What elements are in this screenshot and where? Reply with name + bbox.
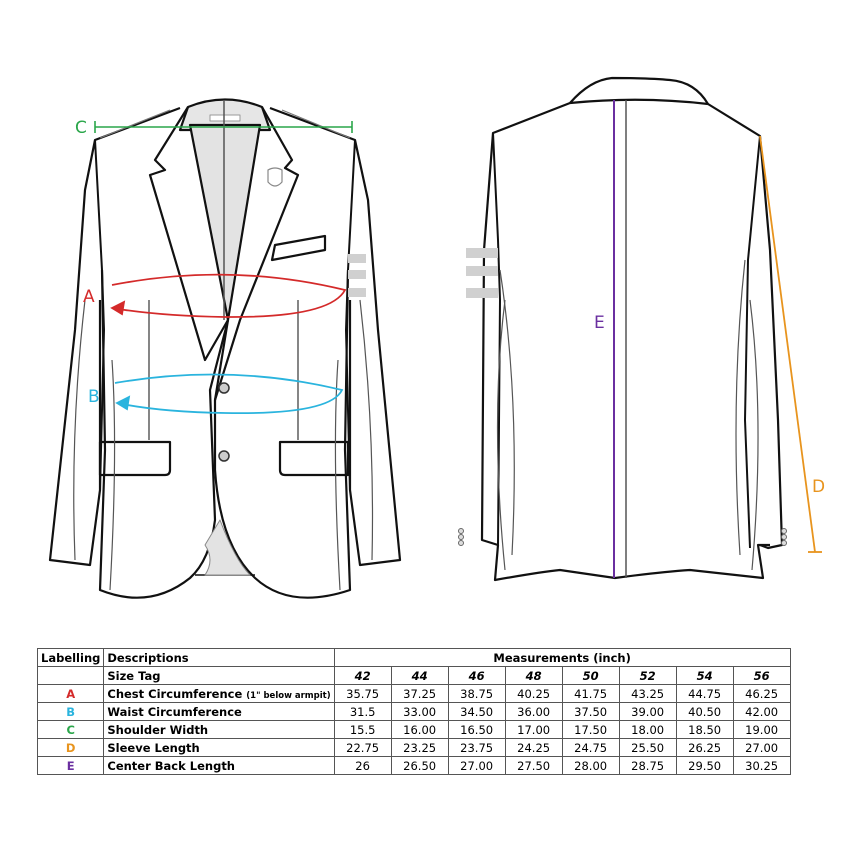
header-descriptions: Descriptions [103,648,335,667]
value-cell: 35.75 [333,684,392,703]
value-cell: 40.25 [504,684,563,703]
row-description: Chest Circumference (1" below armpit) [103,684,335,703]
header-measurements: Measurements (inch) [333,648,791,667]
value-cell: 31.5 [333,702,392,721]
size-chart-table: Labelling Descriptions Measurements (inc… [36,648,791,775]
value-cell: 27.00 [732,738,791,757]
value-cell: 37.50 [561,702,620,721]
row-description: Waist Circumference [103,702,335,721]
value-cell: 26.50 [390,756,449,775]
table-size-row: Size Tag 42 44 46 48 50 52 54 56 [36,666,791,685]
value-cell: 18.00 [618,720,677,739]
button-icon [218,382,230,394]
size-cell: 48 [504,666,563,685]
jacket-measurement-diagram: C A B [48,76,825,599]
row-label: C [36,720,105,739]
value-cell: 15.5 [333,720,392,739]
value-cell: 28.75 [618,756,677,775]
table-header-row: Labelling Descriptions Measurements (inc… [36,648,791,667]
lapel-badge-icon [267,167,283,187]
value-cell: 18.50 [675,720,734,739]
value-cell: 17.00 [504,720,563,739]
row-label: D [36,738,105,757]
value-cell: 41.75 [561,684,620,703]
row-label: B [36,702,105,721]
description-text: Chest Circumference [107,686,243,701]
size-cell: 50 [561,666,620,685]
value-cell: 36.00 [504,702,563,721]
table-row: D Sleeve Length 22.75 23.25 23.75 24.25 … [36,738,791,757]
measure-c-shoulder-line [94,121,353,133]
row-description: Center Back Length [103,756,335,775]
measure-b-waist-loop [114,373,344,415]
value-cell: 16.50 [447,720,506,739]
row-label: E [36,756,105,775]
back-jacket-drawing [480,76,784,582]
header-labelling: Labelling [36,648,105,667]
value-cell: 38.75 [447,684,506,703]
value-cell: 34.50 [447,702,506,721]
value-cell: 26.25 [675,738,734,757]
value-cell: 24.25 [504,738,563,757]
size-cell: 54 [675,666,734,685]
value-cell: 19.00 [732,720,791,739]
size-cell: 44 [390,666,449,685]
row-description: Sleeve Length [103,738,335,757]
table-row: C Shoulder Width 15.5 16.00 16.50 17.00 … [36,720,791,739]
description-note: (1" below armpit) [246,690,331,701]
button-icon [218,450,230,462]
value-cell: 16.00 [390,720,449,739]
value-cell: 39.00 [618,702,677,721]
value-cell: 22.75 [333,738,392,757]
label-a: A [83,287,95,307]
sleeve-stripes-front [348,254,366,297]
value-cell: 17.50 [561,720,620,739]
label-e: E [594,313,605,333]
value-cell: 27.00 [447,756,506,775]
label-b: B [88,387,100,407]
sleeve-stripes-back [466,248,498,298]
value-cell: 46.25 [732,684,791,703]
front-buttons [218,382,230,462]
size-cell: 42 [333,666,392,685]
size-cell: 52 [618,666,677,685]
value-cell: 25.50 [618,738,677,757]
measure-a-chest-loop [110,273,347,318]
size-cell: 56 [732,666,791,685]
row-description: Shoulder Width [103,720,335,739]
size-tag-label: Size Tag [103,666,335,685]
value-cell: 37.25 [390,684,449,703]
value-cell: 23.75 [447,738,506,757]
value-cell: 33.00 [390,702,449,721]
cuff-buttons [458,528,787,546]
label-c: C [75,118,87,138]
front-jacket-drawing [48,98,402,599]
value-cell: 43.25 [618,684,677,703]
measure-d-sleeve-line [759,135,822,553]
value-cell: 24.75 [561,738,620,757]
value-cell: 29.50 [675,756,734,775]
value-cell: 28.00 [561,756,620,775]
value-cell: 42.00 [732,702,791,721]
value-cell: 23.25 [390,738,449,757]
row-label: A [36,684,105,703]
value-cell: 27.50 [504,756,563,775]
value-cell: 44.75 [675,684,734,703]
value-cell: 40.50 [675,702,734,721]
label-d: D [812,477,825,497]
value-cell: 30.25 [732,756,791,775]
table-row: E Center Back Length 26 26.50 27.00 27.5… [36,756,791,775]
table-row: B Waist Circumference 31.5 33.00 34.50 3… [36,702,791,721]
empty-cell [36,666,105,685]
value-cell: 26 [333,756,392,775]
table-row: A Chest Circumference (1" below armpit) … [36,684,791,703]
size-cell: 46 [447,666,506,685]
